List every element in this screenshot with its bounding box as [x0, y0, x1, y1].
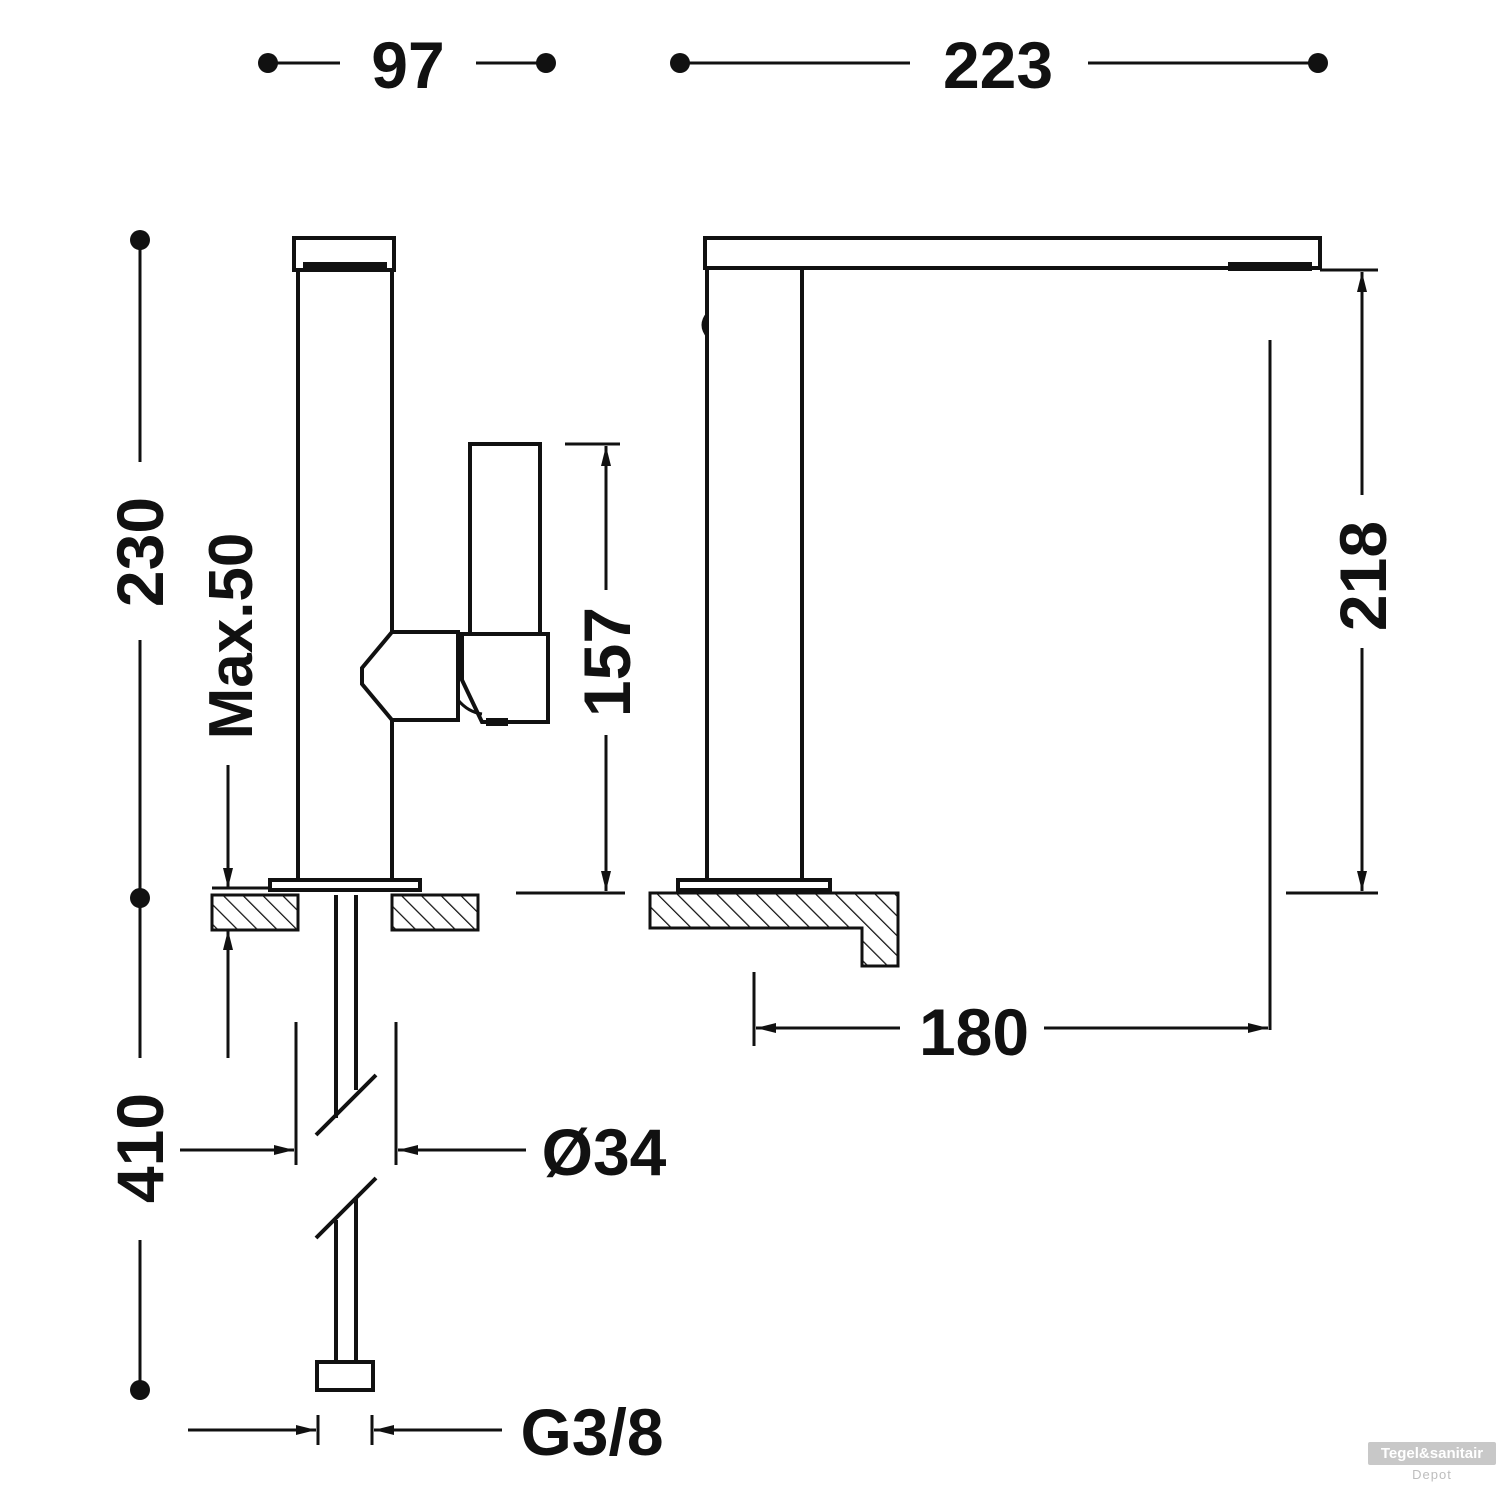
dim-height-total-label: 230: [103, 497, 177, 607]
dim-thread: G3/8: [188, 1395, 664, 1469]
dim-spout-reach-label: 180: [919, 995, 1029, 1069]
dim-height-total: 230: [103, 230, 177, 908]
dim-width-front: 223: [670, 28, 1328, 102]
dim-width-side-label: 97: [371, 28, 444, 102]
dim-thread-label: G3/8: [520, 1395, 663, 1469]
watermark-line2: Depot: [1412, 1467, 1452, 1482]
faucet-side-view: [268, 236, 550, 892]
supply-hose: [294, 895, 398, 1392]
dim-hole-diameter: Ø34: [180, 1115, 667, 1189]
dim-max-counter-label: Max.50: [197, 533, 266, 740]
counter-section-right: [648, 891, 900, 968]
dim-width-front-label: 223: [943, 28, 1053, 102]
dim-handle-height-label: 157: [570, 607, 644, 717]
faucet-front-view: [676, 236, 1322, 892]
dim-under-length-label: 410: [103, 1093, 177, 1203]
dim-hole-diameter-label: Ø34: [542, 1115, 667, 1189]
dim-spout-height: 218: [1286, 268, 1400, 895]
counter-section-left: [210, 893, 480, 932]
dim-under-length: 410: [103, 898, 177, 1400]
watermark-logo: Tegel&sanitair Depot: [1368, 1442, 1496, 1498]
dim-spout-height-label: 218: [1326, 521, 1400, 631]
dim-max-counter: Max.50: [197, 533, 296, 1058]
watermark-line1: Tegel&sanitair: [1368, 1442, 1496, 1465]
dim-spout-reach: 180: [752, 340, 1272, 1069]
dim-handle-height: 157: [516, 442, 644, 895]
dim-width-side: 97: [258, 28, 556, 102]
